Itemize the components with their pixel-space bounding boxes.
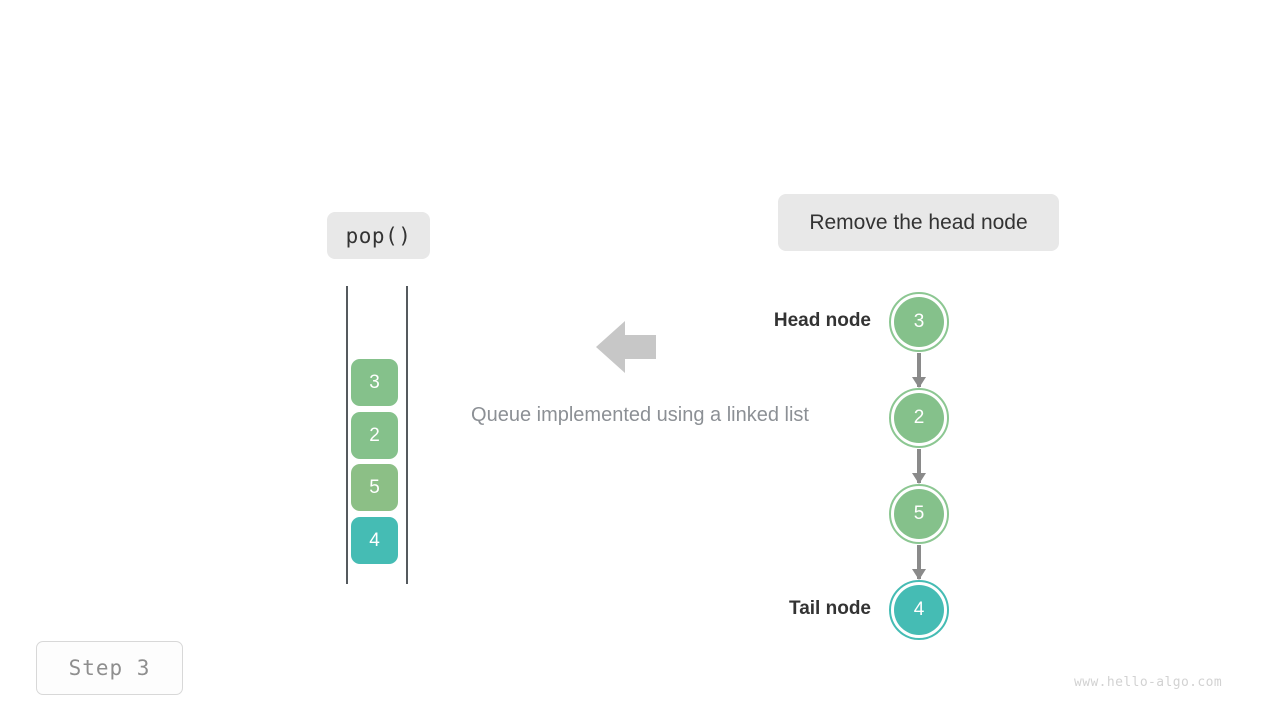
node-value: 4 bbox=[913, 599, 925, 620]
node-value: 3 bbox=[913, 311, 925, 332]
caption-text: Queue implemented using a linked list bbox=[471, 404, 809, 426]
watermark-text: www.hello-algo.com bbox=[1074, 675, 1223, 690]
watermark: www.hello-algo.com bbox=[1074, 675, 1222, 690]
node-outer-ring bbox=[889, 388, 949, 448]
queue-column: 3 2 5 4 bbox=[346, 286, 408, 584]
step-badge-label: Step 3 bbox=[68, 656, 151, 680]
link-arrow-icon bbox=[912, 449, 926, 484]
queue-block: 2 bbox=[351, 412, 398, 459]
link-arrow-head bbox=[912, 569, 926, 580]
node-outer-ring bbox=[889, 484, 949, 544]
link-arrow-head bbox=[912, 377, 926, 388]
link-arrow-shaft bbox=[917, 545, 921, 579]
linked-list-node: 4 bbox=[889, 580, 949, 640]
node-core bbox=[894, 393, 944, 443]
node-outer-ring bbox=[889, 580, 949, 640]
action-chip: Remove the head node bbox=[778, 194, 1059, 251]
operation-chip: pop() bbox=[327, 212, 430, 259]
link-arrow-shaft bbox=[917, 353, 921, 387]
queue-block-value: 5 bbox=[369, 476, 380, 498]
action-chip-label: Remove the head node bbox=[809, 210, 1028, 234]
node-value: 2 bbox=[913, 407, 925, 428]
queue-block-value: 2 bbox=[369, 424, 380, 446]
queue-block-value: 4 bbox=[369, 529, 380, 551]
queue-rail-left bbox=[346, 286, 348, 584]
node-core bbox=[894, 489, 944, 539]
node-core bbox=[894, 297, 944, 347]
queue-block-value: 3 bbox=[369, 371, 380, 393]
node-core bbox=[894, 585, 944, 635]
caption: Queue implemented using a linked list bbox=[0, 404, 1280, 427]
linked-list-node: 5 bbox=[889, 484, 949, 544]
queue-block: 5 bbox=[351, 464, 398, 511]
operation-chip-label: pop() bbox=[345, 223, 412, 248]
linked-list-node: 2 bbox=[889, 388, 949, 448]
step-badge: Step 3 bbox=[36, 641, 183, 695]
tail-node-label: Tail node bbox=[789, 598, 871, 619]
queue-rail-right bbox=[406, 286, 408, 584]
linked-list: 3 2 5 4 bbox=[880, 283, 960, 643]
head-node-label: Head node bbox=[773, 310, 871, 331]
transition-arrow-left-icon bbox=[596, 321, 656, 373]
linked-list-node: 3 bbox=[889, 292, 949, 352]
node-value: 5 bbox=[913, 503, 925, 524]
link-arrow-shaft bbox=[917, 449, 921, 483]
link-arrow-icon bbox=[912, 353, 926, 388]
link-arrow-icon bbox=[912, 545, 926, 580]
node-outer-ring bbox=[889, 292, 949, 352]
queue-block: 3 bbox=[351, 359, 398, 406]
queue-block: 4 bbox=[351, 517, 398, 564]
link-arrow-head bbox=[912, 473, 926, 484]
